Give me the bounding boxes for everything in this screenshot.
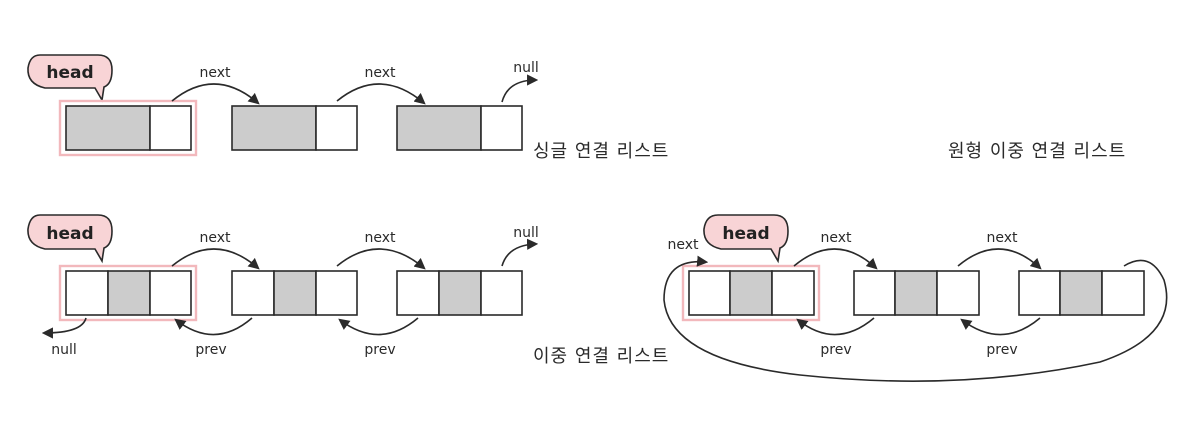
circular-node-2	[853, 270, 980, 316]
singly-node-3	[396, 105, 523, 151]
singly-next-label-1: next	[199, 65, 231, 81]
doubly-next-arrow-1	[171, 248, 260, 270]
singly-node-2	[231, 105, 358, 151]
doubly-tail-arrow	[501, 238, 539, 267]
singly-next-arrow-1	[171, 83, 260, 105]
circular-node-3-prev-cell	[1018, 270, 1061, 316]
doubly-head-label: head	[46, 224, 93, 244]
circular-wrap-arrow	[663, 255, 1168, 382]
singly-head-highlight	[58, 99, 198, 157]
circular-prev-label-1: prev	[820, 342, 851, 358]
circular-title: 원형 이중 연결 리스트	[948, 141, 1126, 162]
circular-node-3-data-cell	[1059, 270, 1103, 316]
circular-node-1-prev-cell	[688, 270, 731, 316]
doubly-head-bubble: head	[27, 214, 113, 264]
circular-head-highlight	[681, 264, 821, 322]
doubly-node-1	[65, 270, 192, 316]
singly-linked-list: head next next null 싱글 연결 리스트	[27, 54, 669, 162]
singly-next-arrow-2	[336, 83, 426, 105]
singly-next-label-2: next	[364, 65, 396, 81]
circular-next-label-2: next	[986, 230, 1018, 246]
circular-node-1-next-cell	[771, 270, 815, 316]
circular-node-3-next-cell	[1101, 270, 1145, 316]
singly-tail-arrow	[501, 74, 539, 103]
doubly-head-null-label: null	[51, 342, 77, 358]
circular-node-2-prev-cell	[853, 270, 896, 316]
singly-null-label: null	[513, 60, 539, 76]
doubly-node-1-prev-cell	[65, 270, 109, 316]
singly-title: 싱글 연결 리스트	[533, 141, 669, 162]
doubly-title: 이중 연결 리스트	[533, 346, 669, 367]
circular-prev-arrow-2	[960, 317, 1041, 336]
doubly-node-1-data-cell	[107, 270, 151, 316]
doubly-node-3-next-cell	[480, 270, 523, 316]
doubly-node-2-next-cell	[315, 270, 358, 316]
doubly-prev-arrow-2	[338, 317, 419, 336]
doubly-node-3	[396, 270, 523, 316]
doubly-node-3-prev-cell	[396, 270, 440, 316]
circular-wrap-label: next	[667, 237, 699, 253]
doubly-prev-label-1: prev	[195, 342, 226, 358]
doubly-node-2-data-cell	[273, 270, 317, 316]
doubly-next-label-2: next	[364, 230, 396, 246]
singly-node-3-next-cell	[480, 105, 523, 151]
singly-head-label: head	[46, 63, 93, 83]
circular-node-3	[1018, 270, 1145, 316]
circular-head-label: head	[722, 224, 769, 244]
doubly-node-1-next-cell	[149, 270, 192, 316]
doubly-prev-arrow-1	[174, 317, 253, 336]
doubly-next-arrow-2	[336, 248, 426, 270]
doubly-head-prev-arrow	[41, 317, 87, 339]
doubly-node-2	[231, 270, 358, 316]
circular-prev-label-2: prev	[986, 342, 1017, 358]
circular-head-bubble: head	[703, 214, 789, 264]
singly-node-2-data-cell	[231, 105, 317, 151]
circular-node-1-data-cell	[729, 270, 773, 316]
singly-node-1	[65, 105, 192, 151]
singly-node-1-next-cell	[149, 105, 192, 151]
circular-node-2-data-cell	[894, 270, 938, 316]
doubly-prev-label-2: prev	[364, 342, 395, 358]
circular-doubly-linked-list: 원형 이중 연결 리스트 head next next	[663, 141, 1168, 382]
circular-next-label-1: next	[820, 230, 852, 246]
doubly-node-2-prev-cell	[231, 270, 275, 316]
circular-node-1	[688, 270, 815, 316]
circular-prev-arrow-1	[796, 317, 875, 336]
singly-node-2-next-cell	[315, 105, 358, 151]
singly-node-1-data-cell	[65, 105, 151, 151]
doubly-tail-null-label: null	[513, 225, 539, 241]
doubly-node-3-data-cell	[438, 270, 482, 316]
singly-head-bubble: head	[27, 54, 113, 103]
circular-next-arrow-1	[793, 248, 878, 270]
doubly-next-label-1: next	[199, 230, 231, 246]
doubly-linked-list: head next next null prev	[27, 214, 669, 367]
circular-node-2-next-cell	[936, 270, 980, 316]
singly-node-3-data-cell	[396, 105, 482, 151]
circular-next-arrow-2	[957, 248, 1042, 270]
doubly-head-highlight	[58, 264, 198, 322]
